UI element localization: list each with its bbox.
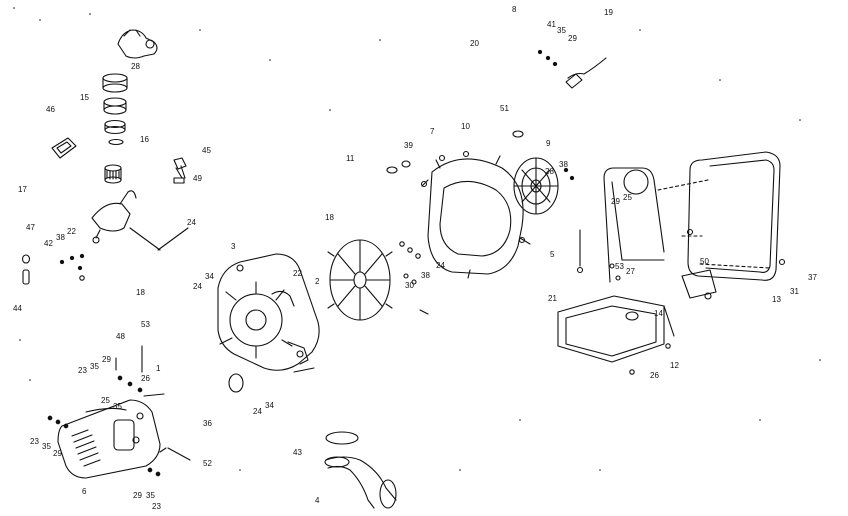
filter-element <box>104 164 122 184</box>
callout-50: 50 <box>700 257 709 266</box>
callout-12: 12 <box>670 361 679 370</box>
callout-38b: 38 <box>56 233 65 242</box>
engine-crankcase <box>217 253 320 373</box>
callout-25: 25 <box>623 193 632 202</box>
callout-15: 15 <box>80 93 89 102</box>
callout-36: 36 <box>203 419 212 428</box>
callout-13: 13 <box>772 295 781 304</box>
callout-3: 3 <box>231 242 236 251</box>
callout-29b: 29 <box>611 197 620 206</box>
callout-35: 35 <box>557 26 566 35</box>
callout-26: 26 <box>141 374 150 383</box>
muffler-fasteners <box>47 345 191 477</box>
callout-16: 16 <box>140 135 149 144</box>
callout-9: 9 <box>546 139 551 148</box>
callout-51: 51 <box>500 104 509 113</box>
callout-48: 48 <box>116 332 125 341</box>
engine-washer <box>228 373 244 393</box>
callout-24d: 24 <box>253 407 262 416</box>
callout-22b: 22 <box>293 269 302 278</box>
fan-housing <box>420 150 531 279</box>
callout-26b: 26 <box>650 371 659 380</box>
backpack-frame <box>557 167 675 375</box>
callout-47: 47 <box>26 223 35 232</box>
callout-28b: 28 <box>545 167 554 176</box>
callout-17: 17 <box>18 185 27 194</box>
callout-24c: 24 <box>436 261 445 270</box>
callout-35d: 35 <box>42 442 51 451</box>
callout-11: 11 <box>346 154 355 163</box>
callout-45: 45 <box>202 146 211 155</box>
callout-44: 44 <box>13 304 22 313</box>
impeller-hardware <box>399 241 429 315</box>
callout-8: 8 <box>512 5 517 14</box>
callout-18: 18 <box>325 213 334 222</box>
callout-52: 52 <box>203 459 212 468</box>
callout-23c: 23 <box>152 502 161 511</box>
callout-20: 20 <box>470 39 479 48</box>
callout-5: 5 <box>550 250 555 259</box>
callout-35e: 35 <box>146 491 155 500</box>
callout-38: 38 <box>559 160 568 169</box>
throttle-housing-part <box>117 29 158 59</box>
callout-25b: 25 <box>101 396 110 405</box>
callout-22: 22 <box>67 227 76 236</box>
wire-connector-part <box>537 49 607 89</box>
callout-30: 30 <box>405 281 414 290</box>
callout-18b: 18 <box>136 288 145 297</box>
callout-24: 24 <box>187 218 196 227</box>
callout-24b: 24 <box>193 282 202 291</box>
callout-29d: 29 <box>53 449 62 458</box>
callout-43: 43 <box>293 448 302 457</box>
callout-10: 10 <box>461 122 470 131</box>
callout-49: 49 <box>193 174 202 183</box>
housing-grommets <box>386 130 524 174</box>
spark-plug <box>173 157 187 184</box>
callout-35b: 35 <box>90 362 99 371</box>
callout-39: 39 <box>404 141 413 150</box>
callout-31: 31 <box>790 287 799 296</box>
gasket-plate <box>51 137 77 159</box>
callout-46: 46 <box>46 105 55 114</box>
callout-23b: 23 <box>30 437 39 446</box>
back-pad <box>657 151 786 281</box>
callout-27: 27 <box>626 267 635 276</box>
elbow-tube <box>324 431 397 509</box>
callout-7: 7 <box>430 127 435 136</box>
callout-29c: 29 <box>102 355 111 364</box>
callout-14: 14 <box>654 309 663 318</box>
callout-19: 19 <box>604 8 613 17</box>
callout-29: 29 <box>568 34 577 43</box>
callout-28: 28 <box>131 62 140 71</box>
starter-pulley <box>513 157 575 215</box>
callout-23: 23 <box>78 366 87 375</box>
callout-34b: 34 <box>265 401 274 410</box>
muffler-guard <box>57 399 161 479</box>
callout-34: 34 <box>205 272 214 281</box>
fan-impeller <box>327 239 393 321</box>
callout-2: 2 <box>315 277 320 286</box>
callout-21: 21 <box>548 294 557 303</box>
throttle-cable <box>91 190 189 251</box>
callout-38c: 38 <box>421 271 430 280</box>
callout-35c: 35 <box>113 402 122 411</box>
scan-speckle <box>13 7 821 471</box>
callout-41: 41 <box>547 20 556 29</box>
callout-53b: 53 <box>141 320 150 329</box>
callout-53: 53 <box>615 262 624 271</box>
callout-6: 6 <box>82 487 87 496</box>
left-fasteners <box>21 253 85 285</box>
air-filter-stack <box>102 73 128 146</box>
callout-4: 4 <box>315 496 320 505</box>
callout-37: 37 <box>808 273 817 282</box>
callout-1: 1 <box>156 364 161 373</box>
bracket-plate <box>681 269 717 300</box>
callout-42: 42 <box>44 239 53 248</box>
callout-29e: 29 <box>133 491 142 500</box>
